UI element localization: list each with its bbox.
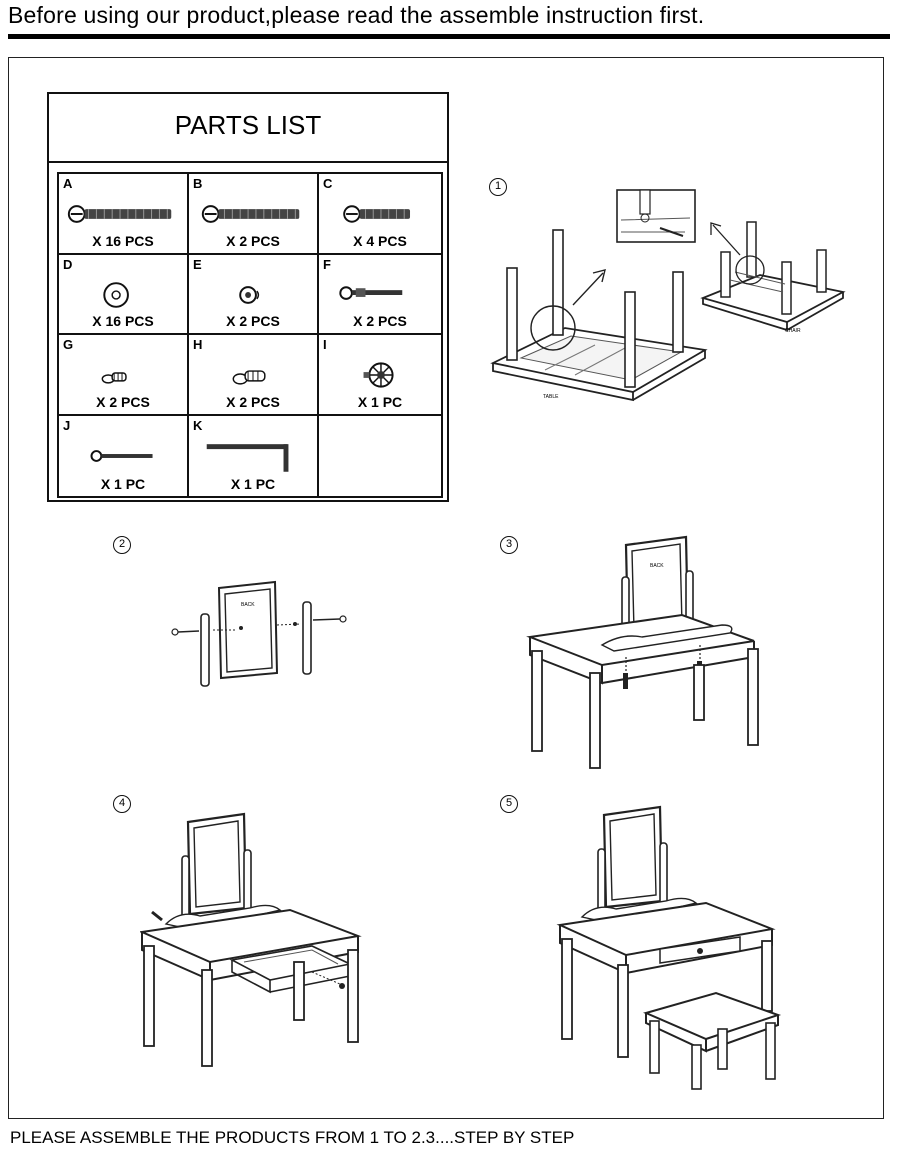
part-cell-c: C X 4 PCS <box>319 174 441 255</box>
part-cell-f: F X 2 PCS <box>319 255 441 335</box>
part-letter: J <box>63 417 71 433</box>
medium-bolt-icon <box>201 205 300 223</box>
screw-icon <box>90 449 153 462</box>
step-number-1: 1 <box>489 178 507 196</box>
cam-bolt-icon <box>232 370 266 385</box>
part-cell-a: A X 16 PCS <box>59 174 189 255</box>
pin-bolt-icon <box>339 285 403 300</box>
part-letter: F <box>323 256 331 272</box>
step-number-5: 5 <box>500 795 518 813</box>
header-title: Before using our product,please read the… <box>8 2 705 28</box>
part-qty: X 2 PCS <box>226 232 280 249</box>
part-cell-j: J X 1 PC <box>59 415 189 496</box>
parts-list-divider <box>49 161 447 163</box>
part-cell-b: B X 2 PCS <box>189 174 319 255</box>
parts-list-title: PARTS LIST <box>174 110 322 140</box>
part-letter: H <box>193 337 203 352</box>
mirror-back-label: BACK <box>241 602 255 608</box>
part-qty: X 2 PCS <box>353 313 407 329</box>
part-cell-d: D X 16 PCS <box>59 254 189 335</box>
part-letter: C <box>323 176 333 191</box>
step-number-2: 2 <box>113 536 131 554</box>
part-cell-e: E X 2 PCS <box>189 254 319 335</box>
part-letter: B <box>193 176 203 191</box>
short-bolt-icon <box>343 205 411 223</box>
part-letter: A <box>63 176 73 191</box>
part-cell-h: H X 2 PCS <box>189 335 319 416</box>
part-cell-g: G X 2 PCS <box>59 335 189 416</box>
step-5-illustration <box>556 805 782 1090</box>
parts-list: PARTS LIST A X 16 PCS B X 2 PCS <box>47 92 449 502</box>
washer-icon <box>103 281 129 308</box>
header-rule <box>8 34 890 39</box>
part-qty: X 1 PC <box>230 476 276 492</box>
step-1-illustration: TABLE CHAIR <box>490 189 846 402</box>
part-qty: X 4 PCS <box>353 232 407 249</box>
part-letter: K <box>193 417 203 433</box>
mirror-back-label: BACK <box>650 563 664 569</box>
part-cell-k: K X 1 PC <box>189 415 319 496</box>
part-letter: D <box>63 256 73 272</box>
step-3-illustration: BACK <box>526 535 759 769</box>
chair-label: CHAIR <box>785 328 801 334</box>
allen-key-icon <box>206 443 289 472</box>
part-qty: X 1 PC <box>357 393 403 410</box>
part-cell-i: I X 1 PC <box>319 335 441 416</box>
instruction-frame <box>8 57 884 1119</box>
part-qty: X 2 PCS <box>226 393 280 410</box>
part-cell-empty <box>319 416 441 497</box>
step-number-4: 4 <box>113 795 131 813</box>
part-qty: X 16 PCS <box>92 313 154 329</box>
table-label: TABLE <box>543 394 559 400</box>
part-letter: I <box>323 337 327 352</box>
step-4-illustration <box>140 812 362 1067</box>
part-qty: X 2 PCS <box>226 313 280 329</box>
part-qty: X 2 PCS <box>96 393 150 410</box>
step-2-illustration: BACK <box>171 580 347 687</box>
long-bolt-icon <box>67 205 172 223</box>
parts-grid: A X 16 PCS B X 2 PCS C <box>57 172 443 498</box>
step-number-3: 3 <box>500 536 518 554</box>
part-qty: X 16 PCS <box>92 232 154 249</box>
part-qty: X 1 PC <box>100 476 146 492</box>
part-letter: G <box>63 337 74 352</box>
part-letter: E <box>193 256 202 272</box>
small-washer-icon <box>239 285 260 304</box>
footer-instruction: PLEASE ASSEMBLE THE PRODUCTS FROM 1 TO 2… <box>10 1128 575 1147</box>
cam-bolt-icon <box>101 372 127 384</box>
knob-icon <box>363 362 394 388</box>
